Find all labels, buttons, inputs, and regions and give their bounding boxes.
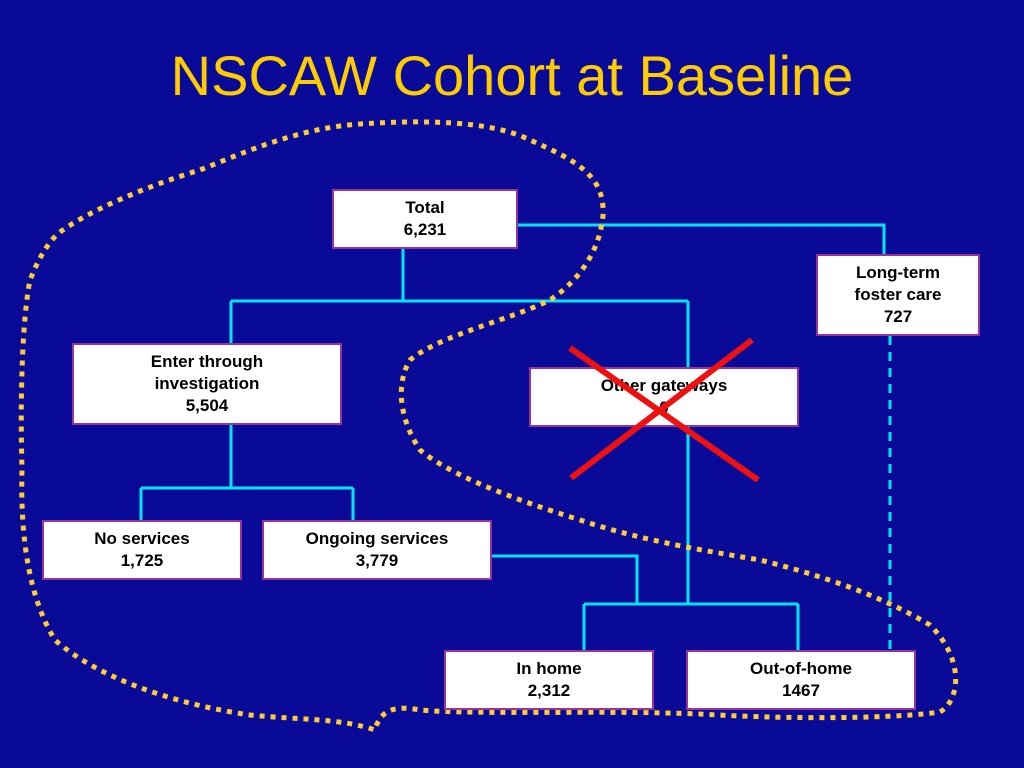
- node-total-value: 6,231: [403, 220, 447, 239]
- node-long-term-foster-care: Long-term foster care 727: [816, 254, 980, 336]
- node-other-gateways: Other gateways 0: [529, 367, 799, 427]
- node-long-term-label-1: Long-term: [855, 263, 941, 282]
- node-ongoing-value: 3,779: [355, 551, 399, 570]
- node-no-services: No services 1,725: [42, 520, 242, 580]
- node-out-of-home-label: Out-of-home: [750, 659, 852, 678]
- node-investigation-value: 5,504: [185, 396, 229, 415]
- node-investigation: Enter through investigation 5,504: [72, 343, 342, 425]
- node-out-of-home-value: 1467: [782, 681, 820, 700]
- node-total: Total 6,231: [332, 189, 518, 249]
- node-ongoing-label: Ongoing services: [305, 529, 449, 548]
- node-investigation-label-2: investigation: [154, 374, 260, 393]
- node-long-term-label-2: foster care: [854, 285, 942, 304]
- node-no-services-label: No services: [94, 529, 190, 548]
- dotted-boundary-outline: [18, 119, 959, 734]
- node-ongoing-services: Ongoing services 3,779: [262, 520, 492, 580]
- node-in-home-value: 2,312: [527, 681, 571, 700]
- node-long-term-value: 727: [883, 307, 913, 326]
- connector-ongoing-placement: [491, 554, 639, 604]
- slide-title: NSCAW Cohort at Baseline: [170, 44, 854, 107]
- node-investigation-label-1: Enter through: [150, 352, 264, 371]
- node-other-gateways-value: 0: [659, 398, 669, 417]
- node-in-home: In home 2,312: [444, 650, 654, 710]
- node-no-services-value: 1,725: [120, 551, 164, 570]
- node-in-home-label: In home: [516, 659, 582, 678]
- node-out-of-home: Out-of-home 1467: [686, 650, 916, 710]
- connector-lines: [139, 223, 892, 650]
- node-total-label: Total: [405, 198, 445, 217]
- connector-total-longterm: [517, 223, 886, 254]
- node-other-gateways-label: Other gateways: [600, 376, 728, 395]
